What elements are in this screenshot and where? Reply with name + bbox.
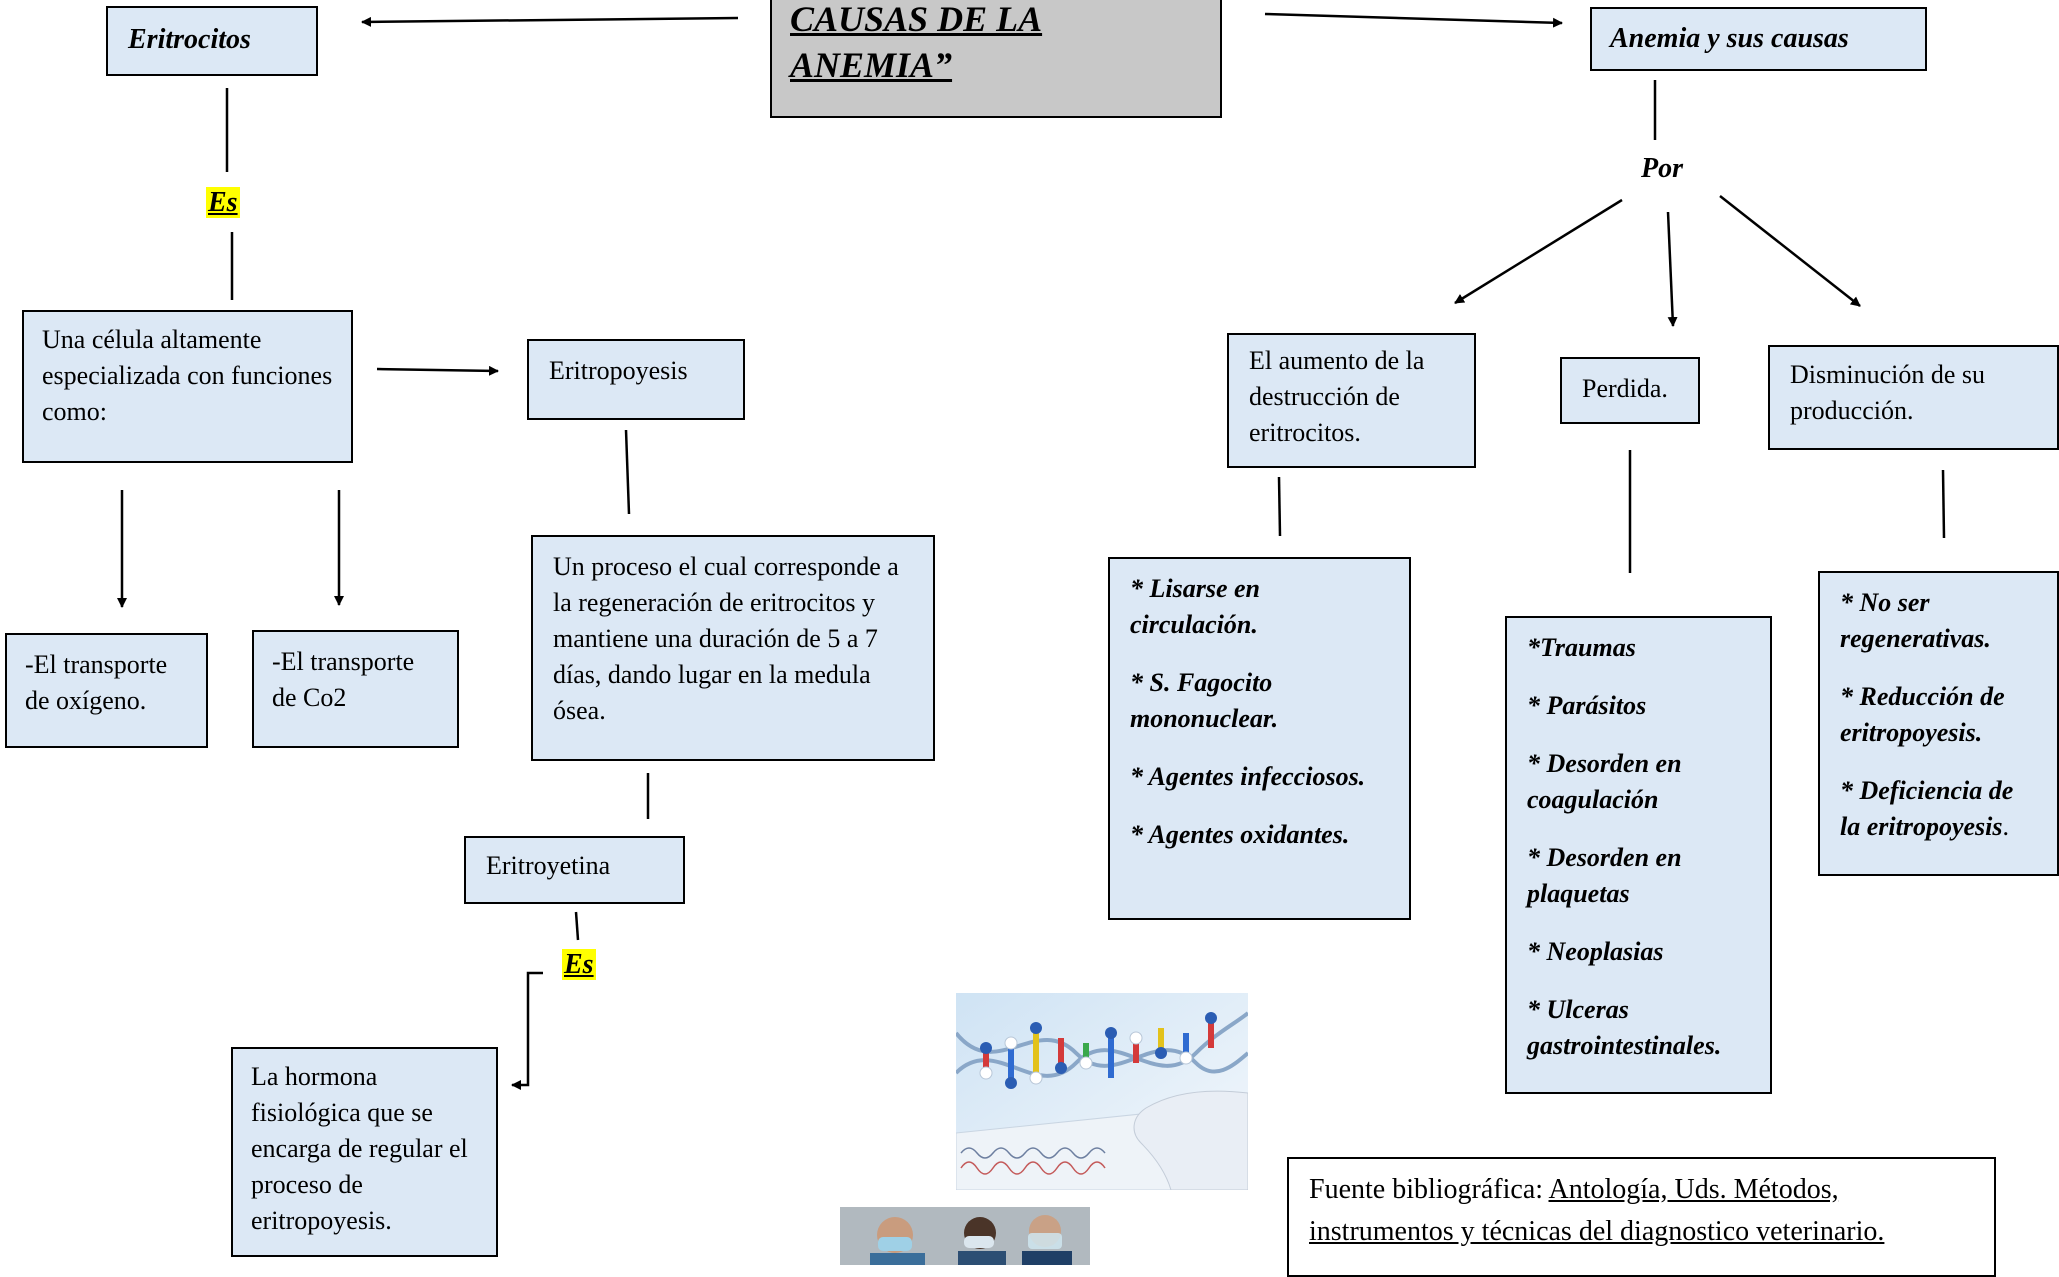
title-box: CAUSAS DE LA ANEMIA” [770, 0, 1222, 118]
list-item: *Traumas [1527, 633, 1636, 662]
arrow-title-to-eritrocitos [361, 16, 739, 27]
line-eritroyetina-es [574, 911, 580, 941]
source-box: Fuente bibliográfica: Antología, Uds. Mé… [1287, 1157, 1996, 1277]
list-item: * Deficiencia de la eritropoyesis. [1840, 776, 2014, 841]
hormone-definition-text: La hormona fisiológica que se encarga de… [251, 1062, 468, 1235]
destruction-list-box: * Lisarse en circulación. * S. Fagocito … [1108, 557, 1411, 920]
arrow-por-to-destruction [1454, 198, 1623, 305]
reduced-production-box: Disminución de su producción. [1768, 345, 2059, 450]
eritropoyesis-label: Eritropoyesis [549, 356, 688, 385]
list-item: * No ser regenerativas. [1840, 588, 1991, 653]
reduced-list-box: * No ser regenerativas. * Reducción de e… [1818, 571, 2059, 876]
list-item: * Agentes oxidantes. [1130, 820, 1350, 849]
anemia-box: Anemia y sus causas [1590, 7, 1927, 71]
eritrocitos-box: Eritrocitos [106, 6, 318, 76]
reduced-production-text: Disminución de su producción. [1790, 360, 1985, 425]
eritroyetina-box: Eritroyetina [464, 836, 685, 904]
arrow-por-to-loss [1666, 211, 1678, 327]
loss-box: Perdida. [1560, 357, 1700, 424]
source-reference: Antología, Uds. Métodos, instrumentos y … [1309, 1174, 1885, 1247]
list-item: * Neoplasias [1527, 937, 1664, 966]
es-label-1: Es [206, 187, 240, 218]
anemia-label: Anemia y sus causas [1610, 23, 1849, 54]
list-item: * Desorden en plaquetas [1527, 843, 1682, 908]
list-item: * Agentes infecciosos. [1130, 762, 1366, 791]
cell-definition-box: Una célula altamente especializada con f… [22, 310, 353, 463]
loss-list-box: *Traumas * Parásitos * Desorden en coagu… [1505, 616, 1772, 1094]
eritrocitos-label: Eritrocitos [128, 24, 251, 55]
eritropoyesis-box: Eritropoyesis [527, 339, 745, 420]
destruction-box: El aumento de la destrucción de eritroci… [1227, 333, 1476, 468]
por-label: Por [1641, 153, 1683, 184]
dna-lab-photo [956, 993, 1248, 1190]
line-reduced-list [1941, 469, 1946, 539]
eritroyetina-label: Eritroyetina [486, 851, 611, 880]
list-item: * Lisarse en circulación. [1130, 574, 1260, 639]
destruction-text: El aumento de la destrucción de eritroci… [1249, 346, 1425, 447]
loss-text: Perdida. [1582, 374, 1668, 403]
arrow-por-to-reduced [1719, 195, 1861, 307]
line-destruction-list [1277, 476, 1282, 537]
transport-oxygen-text: -El transporte de oxígeno. [25, 650, 168, 715]
transport-co2-box: -El transporte de Co2 [252, 630, 459, 748]
es-label-2: Es [562, 949, 596, 980]
lab-staff-photo [840, 1207, 1090, 1265]
list-item: * Ulceras gastrointestinales. [1527, 995, 1722, 1060]
list-item: * Parásitos [1527, 691, 1647, 720]
process-definition-text: Un proceso el cual corresponde a la rege… [553, 552, 899, 725]
source-prefix: Fuente bibliográfica: [1309, 1174, 1549, 1205]
transport-oxygen-box: -El transporte de oxígeno. [5, 633, 208, 748]
cell-definition-text: Una célula altamente especializada con f… [42, 325, 333, 426]
list-item: * Desorden en coagulación [1527, 749, 1682, 814]
arrow-title-to-anemia [1264, 12, 1563, 28]
arrow-cell-to-eritropoyesis [376, 365, 499, 376]
list-item: * Reducción de eritropoyesis. [1840, 682, 2005, 747]
hormone-definition-box: La hormona fisiológica que se encarga de… [231, 1047, 498, 1257]
arrow-es-to-hormone [511, 971, 543, 1090]
process-definition-box: Un proceso el cual corresponde a la rege… [531, 535, 935, 761]
list-item: * S. Fagocito mononuclear. [1130, 668, 1279, 733]
page-title: CAUSAS DE LA ANEMIA” [790, 0, 1043, 85]
transport-co2-text: -El transporte de Co2 [272, 647, 415, 712]
line-eritropoyesis-process [624, 429, 631, 515]
